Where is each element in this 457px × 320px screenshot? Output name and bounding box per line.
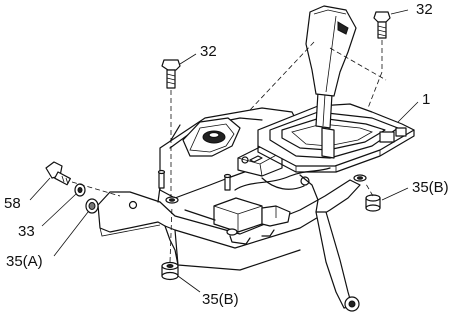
callout-32-left: 32: [200, 43, 217, 60]
callout-58: 58: [4, 195, 21, 212]
support-rod: [315, 211, 360, 312]
callout-32-top: 32: [416, 1, 433, 18]
callout-33: 33: [18, 223, 35, 240]
washer-33: [74, 183, 86, 197]
grommet-35b-bottom: [161, 261, 179, 281]
callout-35b-right: 35(B): [412, 179, 449, 196]
bolt-32-top: [373, 11, 391, 39]
grommet-seats: [165, 174, 367, 204]
selector-bezel: [257, 103, 415, 173]
callout-35a: 35(A): [6, 253, 43, 270]
assembly-guide-lines: [71, 40, 387, 263]
callout-1: 1: [422, 91, 430, 108]
bolt-32-left: [161, 59, 181, 89]
callout-35b-bottom: 35(B): [202, 291, 239, 308]
shift-knob: [305, 5, 357, 97]
leader-lines: [29, 9, 419, 293]
bolt-58: [45, 161, 71, 186]
grommet-35a: [85, 198, 99, 214]
shifter-housing: [157, 107, 331, 245]
grommet-35b-right: [365, 194, 381, 212]
